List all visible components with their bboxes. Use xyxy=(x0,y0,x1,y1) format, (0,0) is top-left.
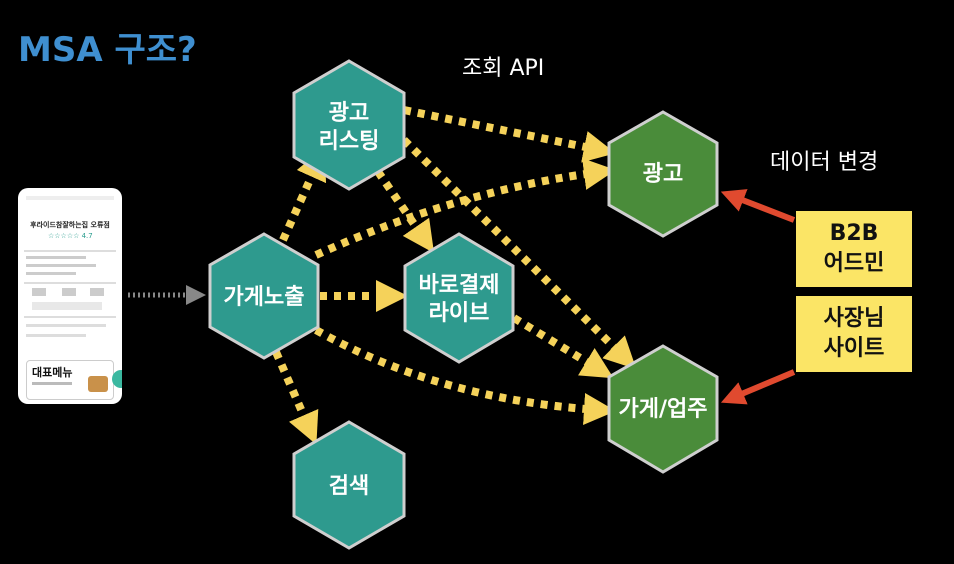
hex-search: 검색 xyxy=(292,420,406,550)
hex-store-exposure: 가게노출 xyxy=(208,232,320,360)
hex-store-business: 가게/업주 xyxy=(607,344,719,474)
hex-direct-payment-line2: 라이브 xyxy=(429,301,490,326)
hex-store-exposure-label: 가게노출 xyxy=(224,285,305,310)
page-title: MSA 구조? xyxy=(18,30,197,70)
phone-menu-title: 대표메뉴 xyxy=(32,366,73,379)
phone-screenshot: 후라이드참잘하는집 오류점 ☆☆☆☆☆ 4.7 대표메뉴 xyxy=(18,188,122,404)
hex-ad-label: 광고 xyxy=(643,162,683,187)
arrow-exposure-to-store xyxy=(314,326,616,425)
hex-ad-listing: 광고 리스팅 xyxy=(292,59,406,191)
b2b-admin-line1: B2B xyxy=(829,221,879,246)
arrow-listing-to-ad xyxy=(403,106,616,163)
b2b-admin-line2: 어드민 xyxy=(823,251,885,276)
hex-ad: 광고 xyxy=(607,110,719,238)
owner-site-line1: 사장님 xyxy=(823,306,885,331)
hex-ad-listing-line2: 리스팅 xyxy=(319,129,380,154)
arrow-owner-to-store xyxy=(720,369,796,405)
arrow-direct-to-store xyxy=(511,314,614,379)
owner-site-line2: 사이트 xyxy=(823,336,885,361)
phone-fab-button xyxy=(112,370,122,388)
arrow-exposure-to-listing xyxy=(279,147,327,242)
hex-direct-payment-line1: 바로결제 xyxy=(419,273,500,298)
query-api-label: 조회 API xyxy=(462,56,545,81)
hex-search-label: 검색 xyxy=(329,474,369,499)
arrow-listing-to-direct xyxy=(366,157,435,254)
hex-store-business-label: 가게/업주 xyxy=(619,397,708,422)
b2b-admin-box: B2B 어드민 xyxy=(796,211,912,287)
hex-direct-payment-live: 바로결제 라이브 xyxy=(403,232,515,364)
phone-rating: ☆☆☆☆☆ 4.7 xyxy=(48,232,93,240)
arrow-exposure-to-search xyxy=(272,350,319,445)
owner-site-box: 사장님 사이트 xyxy=(796,296,912,372)
hex-ad-listing-line1: 광고 xyxy=(329,101,369,126)
arrow-listing-to-store xyxy=(401,137,637,370)
data-change-label: 데이터 변경 xyxy=(770,150,879,175)
arrow-b2b-to-ad xyxy=(720,189,796,223)
phone-store-name: 후라이드참잘하는집 오류점 xyxy=(30,221,110,229)
